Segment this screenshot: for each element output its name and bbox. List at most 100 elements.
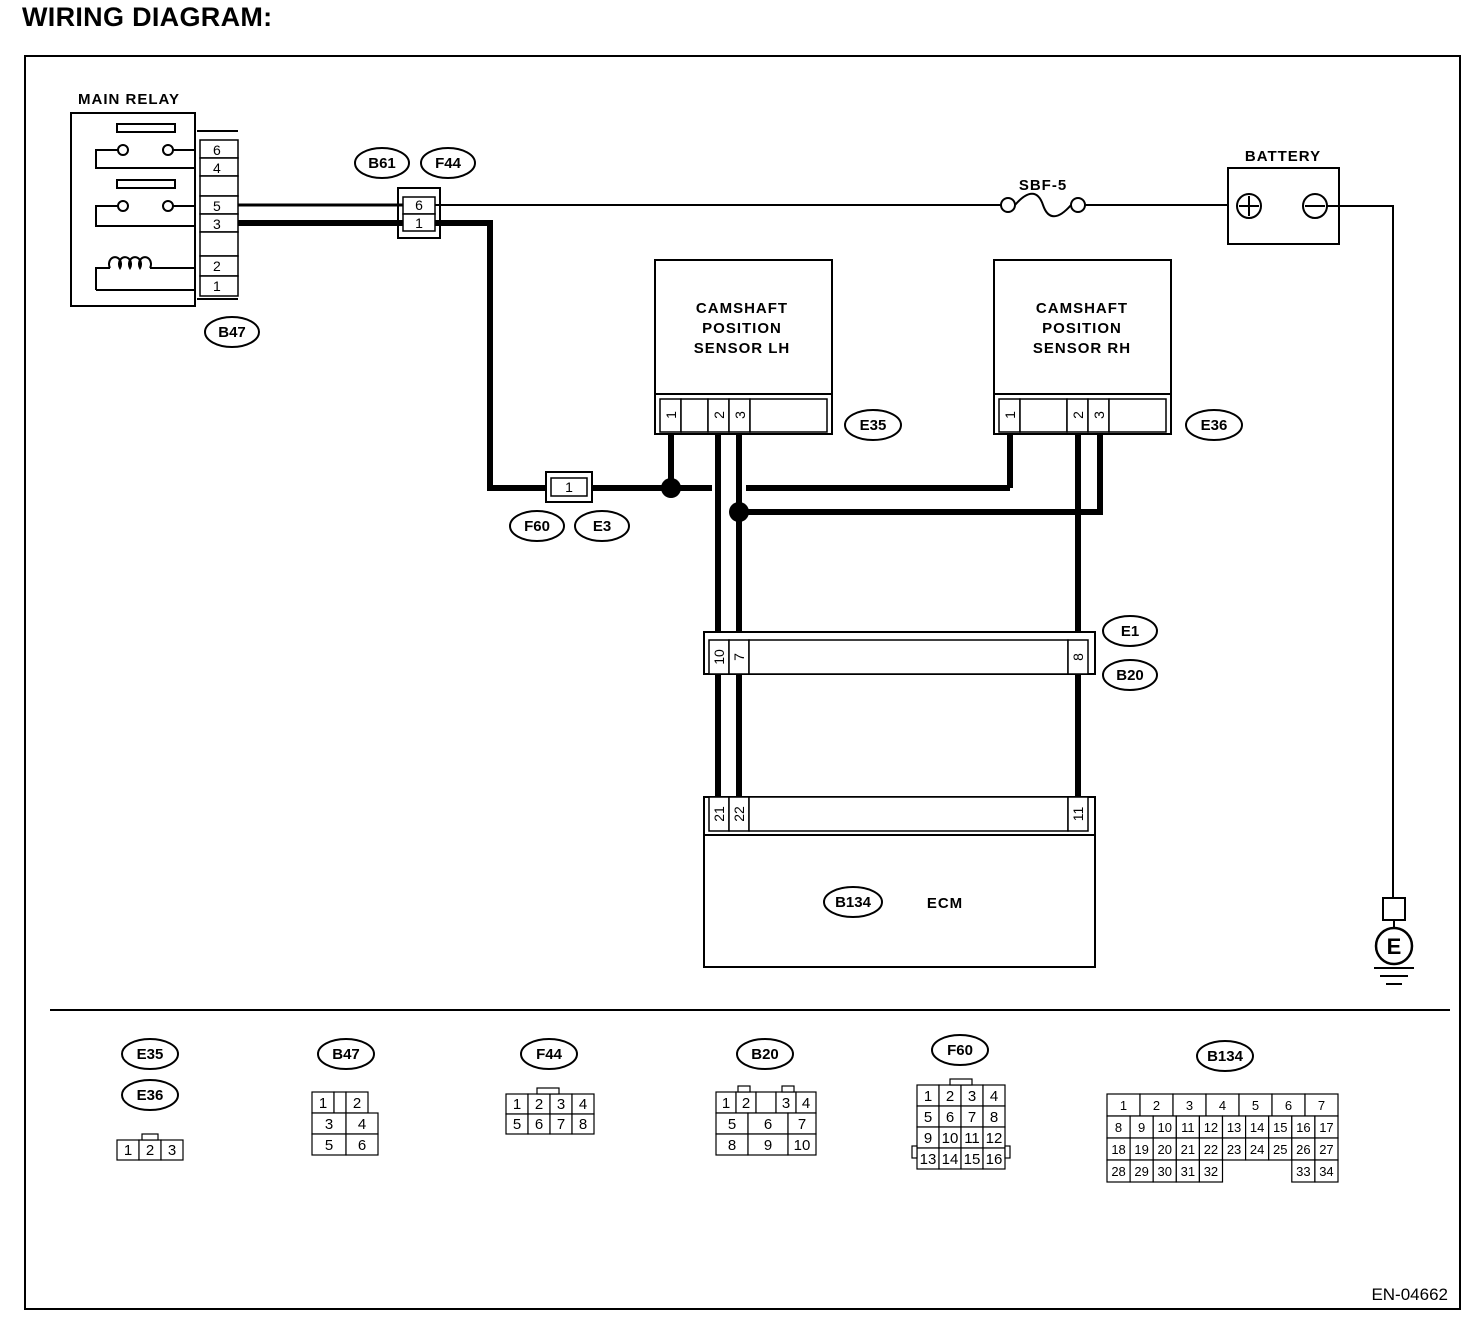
legend-pin-number: 1 [319,1095,327,1112]
connector-lock-tab [781,1085,795,1093]
connector-tag-b20: B20 [1116,667,1144,684]
relay-pin-label: 5 [213,198,221,214]
cmp-rh-pin-label: 1 [1002,411,1018,419]
legend-pin-number: 7 [1318,1098,1325,1113]
legend-pin-number: 2 [353,1095,361,1112]
b61-pin-label: 1 [415,215,423,231]
cmp-lh-label-line3: SENSOR LH [694,340,791,357]
ecm-pin-label: 22 [731,806,747,822]
ecm-label: ECM [927,895,963,912]
relay-coil-icon [95,256,195,291]
legend-tag-oval [1196,1040,1254,1072]
battery-plus-icon [1236,193,1262,219]
legend-pin-number: 10 [942,1130,959,1147]
legend-tag-oval [520,1038,578,1070]
legend-pin-number: 6 [535,1116,543,1133]
ecm-connector [703,796,1096,836]
legend-connector-tag: F60 [947,1042,973,1059]
cmp-lh-body [654,259,833,399]
connector-tag-oval [1102,659,1158,691]
connector-tag-oval [509,510,565,542]
relay-contact-terminal [117,200,129,212]
cmp-rh-label-line2: POSITION [1042,320,1122,337]
connector-tag-oval [354,147,410,179]
legend-pin-cell [755,1091,777,1114]
wire-sensor-signal [715,432,1103,800]
connector-lock-tab [737,1085,751,1093]
legend-pin-number: 1 [722,1095,730,1112]
legend-pin-number: 34 [1319,1164,1333,1179]
main-relay-label: MAIN RELAY [78,91,180,108]
legend-connector-tag: B134 [1207,1048,1244,1065]
inline-connector-pin [550,477,588,497]
cmp-rh-label-line1: CAMSHAFT [1036,300,1128,317]
cmp-lh-label-line2: POSITION [702,320,782,337]
legend-pin-number: 8 [990,1109,998,1126]
diagram-frame [24,55,1461,1310]
connector-tag-e35: E35 [860,417,887,434]
legend-pin-number: 14 [942,1151,959,1168]
legend-pin-number: 8 [579,1116,587,1133]
legend-pin-cell [345,1133,379,1156]
relay-contact-terminal [117,144,129,156]
figure-code: EN-04662 [1371,1285,1448,1304]
legend-pin-number: 12 [1204,1120,1218,1135]
connector-tag-e1: E1 [1121,623,1139,640]
connector-lock-tab [949,1078,973,1086]
relay-pin-label: 6 [213,142,221,158]
connector-tag-oval [420,147,476,179]
legend-pin-number: 9 [1138,1120,1145,1135]
relay-pin-label: 3 [213,216,221,232]
legend-pin-number: 4 [1219,1098,1226,1113]
legend-tag-oval [121,1038,179,1070]
legend-pin-number: 3 [1186,1098,1193,1113]
legend-pin-number: 24 [1250,1142,1264,1157]
legend-pin-number: 2 [146,1142,154,1159]
legend-tag-oval [736,1038,794,1070]
legend-pin-number: 5 [325,1137,333,1154]
ecm-pin-label: 21 [711,806,727,822]
legend-pin-number: 9 [924,1130,932,1147]
e1-pin-label: 8 [1070,653,1086,661]
ground-icon [1374,897,1414,985]
legend-connector-tag: E35 [137,1046,164,1063]
b61-pin-label: 6 [415,197,423,213]
legend-pin-number: 4 [802,1095,810,1112]
relay-wire [95,205,195,227]
ecm-body [703,834,1096,968]
legend-pin-number: 3 [168,1142,176,1159]
connector-tag-b134: B134 [835,894,872,911]
cmp-rh-pin-label: 3 [1091,411,1107,419]
connector-lock-tab [536,1087,560,1095]
connector-lock-tab [141,1133,159,1141]
connector-tag-b61: B61 [368,155,396,172]
cmp-rh-connector [993,393,1172,435]
legend-pin-number: 7 [968,1109,976,1126]
legend-pin-number: 10 [794,1137,811,1154]
cmp-lh-connector [654,393,833,435]
f60-pin-label: 1 [565,479,573,495]
fuse-icon [1000,192,1086,218]
legend-pin-number: 2 [946,1088,954,1105]
connector-tag-oval [844,409,902,441]
page-title: WIRING DIAGRAM: [22,2,273,32]
connector-tag-oval [823,886,883,918]
legend-pin-number: 3 [782,1095,790,1112]
legend-pin-number: 1 [124,1142,132,1159]
connector-lock-tab [911,1145,918,1159]
legend-pin-number: 20 [1158,1142,1172,1157]
relay-contact-terminal [162,144,174,156]
e1-pin-label: 10 [711,649,727,665]
legend-pin-number: 2 [535,1096,543,1113]
legend-pin-number: 11 [964,1130,980,1147]
relay-pin-label: 2 [213,258,221,274]
connector-tag-e3: E3 [593,518,611,535]
legend-pin-number: 8 [728,1137,736,1154]
legend-pin-number: 2 [742,1095,750,1112]
legend-pin-number: 10 [1158,1120,1172,1135]
legend-pin-number: 6 [1285,1098,1292,1113]
legend-pin-number: 12 [986,1130,1003,1147]
relay-contact-bar [116,179,176,189]
legend-pin-number: 5 [513,1116,521,1133]
connector-tag-f60: F60 [524,518,550,535]
